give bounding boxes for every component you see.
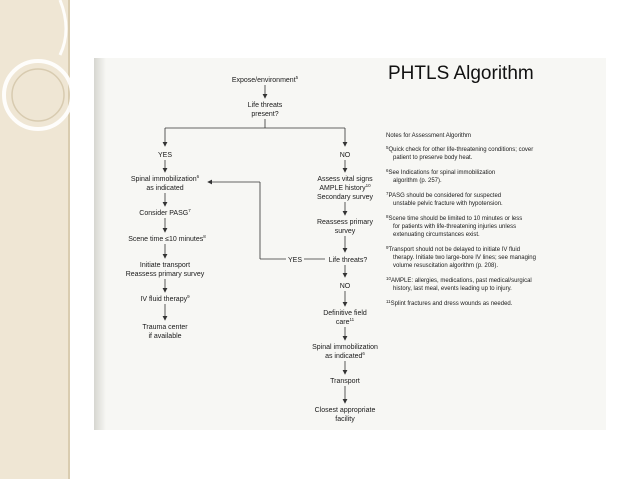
notes-list: 5Quick check for other life-threatening … [386, 145, 536, 307]
stripe-edge-line [68, 0, 70, 479]
note-5-line-2: patient to preserve body heat. [393, 155, 473, 161]
node-if-available: if available [148, 333, 181, 340]
node-definitive-care: care11 [336, 317, 355, 326]
node-reassess-primary-survey: Reassess primary survey [126, 271, 205, 278]
note-10-line-1: 10AMPLE: allergies, medications, past me… [386, 276, 532, 284]
label-no: NO [340, 152, 351, 159]
node-life-threats-question: Life threats? [329, 257, 368, 264]
note-11-line-1: 11Splint fractures and dress wounds as n… [386, 299, 513, 307]
slide-title: PHTLS Algorithm [388, 63, 534, 84]
note-8-line-1: 8Scene time should be limited to 10 minu… [386, 214, 522, 222]
note-8-line-2: for patients with life-threatening injur… [393, 224, 516, 230]
label-yes-right: YES [288, 257, 302, 264]
note-8-line-3: extenuating circumstances exist. [393, 232, 480, 238]
node-closest-appropriate: Closest appropriate [315, 407, 376, 414]
node-facility: facility [335, 416, 355, 423]
node-expose-environment: Expose/environment5 [232, 75, 299, 84]
note-9-line-1: 9Transport should not be delayed to init… [386, 245, 520, 253]
deco-arc [58, 0, 68, 56]
node-assess-vital-signs: Assess vital signs [317, 176, 373, 183]
label-yes: YES [158, 152, 172, 159]
node-consider-pasg: Consider PASG7 [139, 208, 191, 217]
scanned-flowchart-image [94, 58, 606, 430]
note-6-line-2: algorithm (p. 257). [393, 178, 442, 184]
note-10-line-2: history, last meal, events leading up to… [393, 286, 512, 292]
node-reassess-primary: Reassess primary [317, 219, 374, 226]
node-reassess-survey: survey [335, 228, 356, 235]
node-spinal-as-indicated: as indicated [146, 185, 183, 192]
node-scene-time: Scene time ≤10 minutes8 [128, 234, 206, 243]
deco-circle-inner [11, 68, 65, 122]
decorative-circles [2, 0, 74, 131]
node-transport: Transport [330, 378, 360, 385]
node-life-threats-line1: Life threats [248, 102, 283, 109]
note-9-line-3: volume resuscitation algorithm (p. 208). [393, 263, 498, 269]
node-spinal-immobilization-right: Spinal immobilization [312, 344, 378, 351]
label-no-right: NO [340, 283, 351, 290]
node-trauma-center: Trauma center [142, 324, 188, 331]
note-7-line-1: 7PASG should be considered for suspected [386, 191, 501, 199]
node-spinal-as-indicated-right: as indicated6 [325, 351, 365, 360]
node-ample-history: AMPLE history10 [319, 183, 371, 192]
node-secondary-survey: Secondary survey [317, 194, 374, 201]
note-5-line-1: 5Quick check for other life-threatening … [386, 145, 533, 153]
deco-circle-outer [2, 59, 74, 131]
node-iv-fluid-therapy: IV fluid therapy9 [140, 294, 190, 303]
note-6-line-1: 6See Indications for spinal immobilizati… [386, 168, 495, 176]
node-spinal-immobilization: Spinal immobilization6 [131, 174, 200, 183]
node-definitive-field: Definitive field [323, 310, 367, 317]
scan-left-shadow [94, 58, 106, 430]
note-7-line-2: unstable pelvic fracture with hypotensio… [393, 201, 503, 207]
decorative-side-stripe [0, 0, 68, 479]
node-life-threats-line2: present? [251, 111, 278, 118]
notes-heading: Notes for Assessment Algorithm [386, 133, 471, 139]
node-initiate-transport: Initiate transport [140, 262, 190, 269]
note-9-line-2: therapy. Initiate two large-bore IV line… [393, 255, 536, 261]
